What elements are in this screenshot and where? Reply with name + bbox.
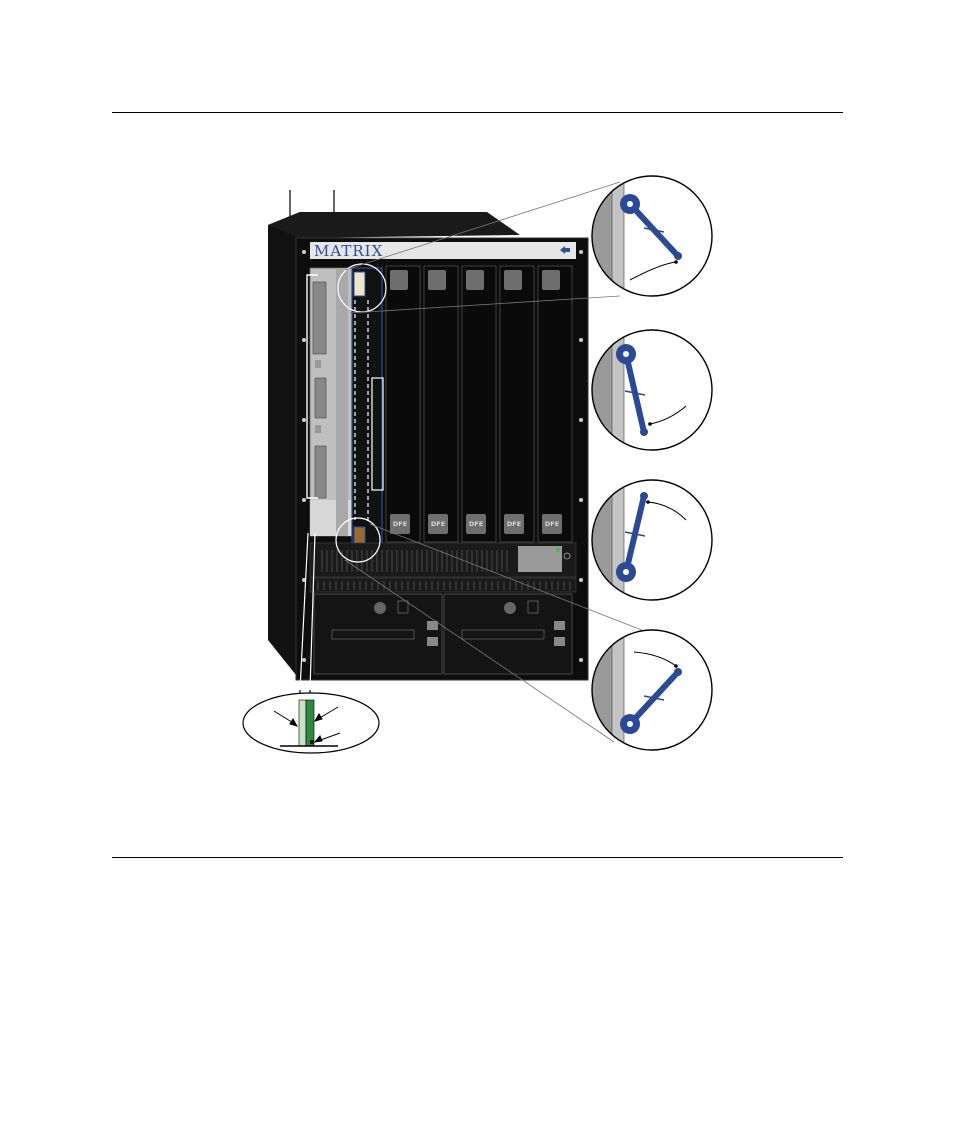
- lever-callout: [590, 328, 714, 452]
- slot-top-handle: [390, 270, 408, 290]
- lever-callouts: [590, 174, 714, 752]
- dfe-slot: DFE: [462, 266, 496, 542]
- fabric-module: [352, 268, 382, 548]
- lever-callout: [590, 628, 714, 752]
- dfe-slot: DFE: [500, 266, 534, 542]
- chassis-top: [268, 212, 520, 238]
- matrix-logo: MATRIX: [314, 242, 383, 260]
- module-port: [315, 378, 326, 418]
- chassis-side: [268, 212, 300, 680]
- module-edge: [612, 174, 624, 298]
- module-led: [315, 425, 321, 433]
- module-port: [313, 282, 326, 354]
- power-supply-left: [314, 594, 442, 674]
- fan-status-led: [556, 548, 560, 552]
- dfe-label: DFE: [507, 520, 521, 528]
- handle-top: [354, 272, 365, 296]
- chassis-edge: [590, 478, 612, 602]
- dfe-slot: DFE: [386, 266, 420, 542]
- dfe-label: DFE: [431, 520, 445, 528]
- power-supply-right: [444, 594, 572, 674]
- slot-top-handle: [504, 270, 522, 290]
- connector-board: [306, 700, 314, 746]
- slot-top-handle: [428, 270, 446, 290]
- dfe-label: DFE: [545, 520, 559, 528]
- vent-strip: [310, 578, 576, 592]
- chassis-edge: [590, 174, 612, 298]
- chassis-edge: [590, 328, 612, 452]
- module-edge: [612, 478, 624, 602]
- lever-callout: [590, 174, 714, 298]
- slot-top-handle: [466, 270, 484, 290]
- hatch-strip: [336, 268, 348, 536]
- module-port: [315, 446, 326, 498]
- chassis: MATRIX DFE DFE DFE DFE DFE: [268, 212, 588, 680]
- connector-plate: [299, 700, 306, 746]
- module-edge: [612, 628, 624, 752]
- fan-label-plate: [518, 546, 562, 572]
- module-led: [315, 360, 321, 368]
- slot-top-handle: [542, 270, 560, 290]
- dfe-slots: DFE DFE DFE DFE DFE: [386, 266, 572, 542]
- dfe-label: DFE: [469, 520, 483, 528]
- lever-callout: [590, 478, 714, 602]
- dfe-slot: DFE: [538, 266, 572, 542]
- dfe-label: DFE: [393, 520, 407, 528]
